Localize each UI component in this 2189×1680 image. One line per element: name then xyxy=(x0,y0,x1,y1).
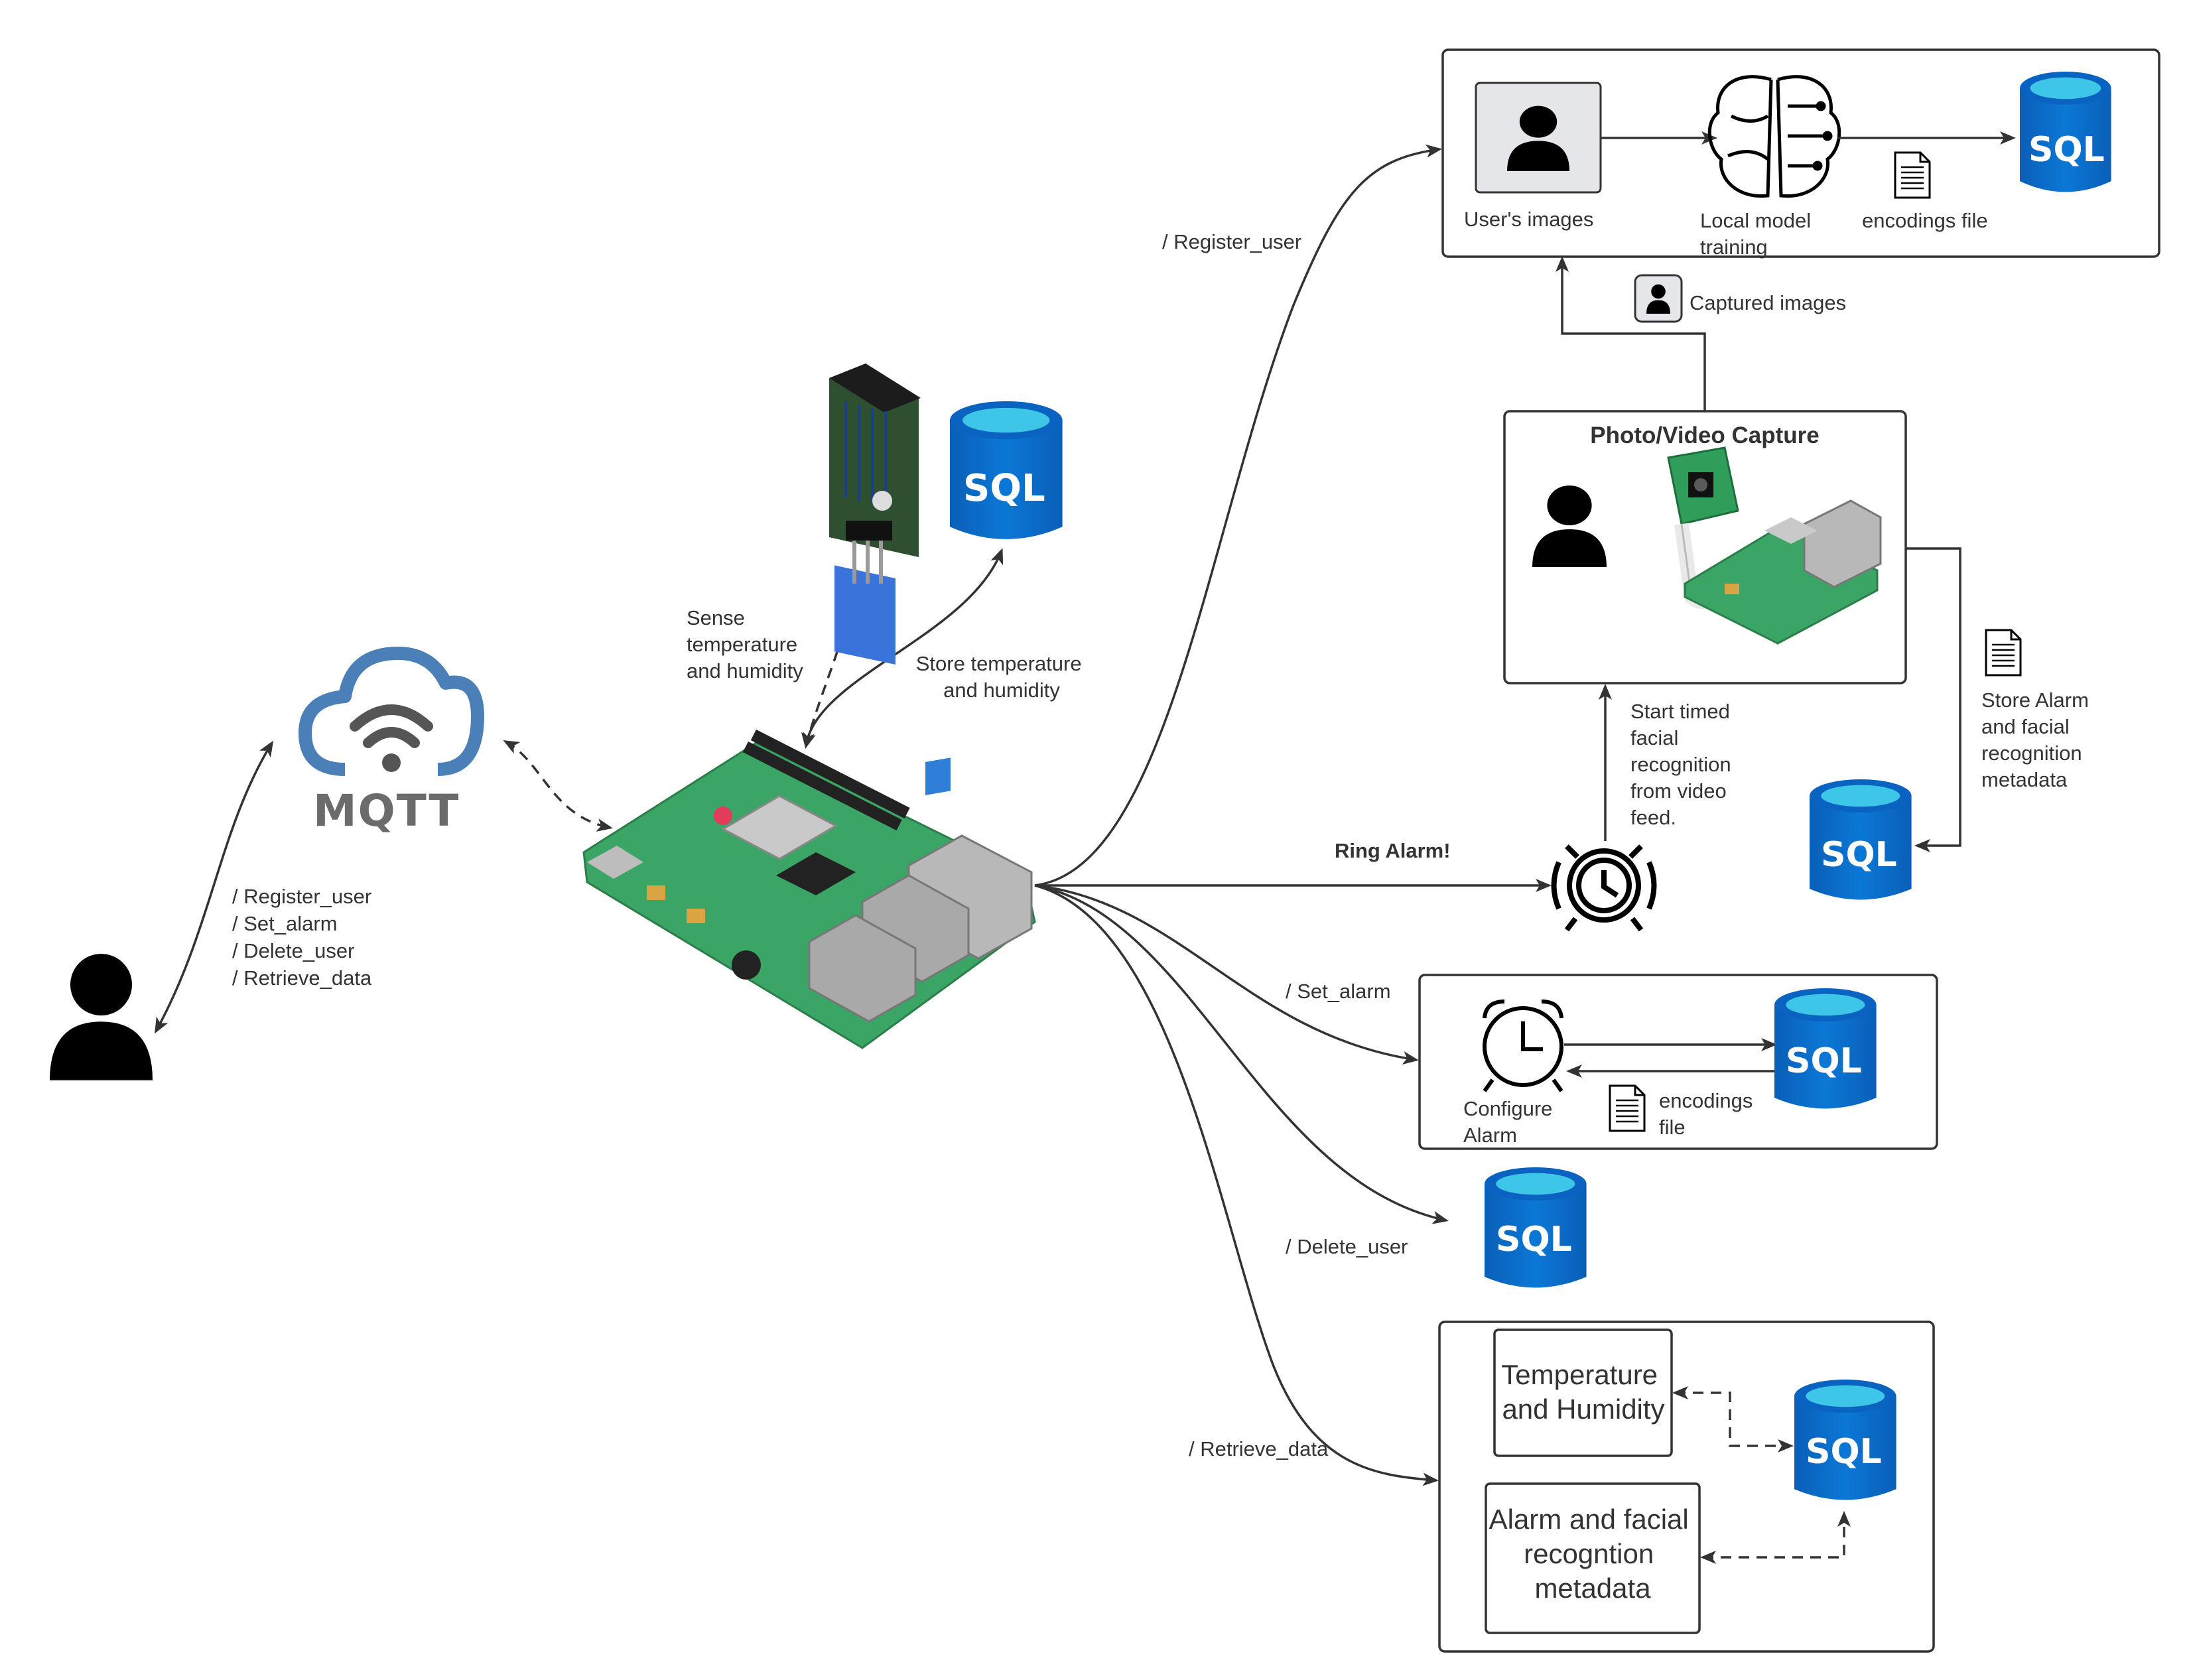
register-user-route: / Register_user xyxy=(1162,230,1301,253)
alarm-to-sql-connector xyxy=(1700,1511,1851,1564)
temperature-humidity-sensor-icon xyxy=(829,363,921,665)
alarm-metadata-box xyxy=(1485,1482,1701,1634)
store-alarm-label: Store Alarm and facial recognition metad… xyxy=(1981,688,2095,791)
register-user-box xyxy=(1441,48,2160,258)
alarm-clock-icon xyxy=(1483,1000,1563,1092)
encodings-file-doc-icon xyxy=(1894,151,1931,199)
raspberry-pi-board xyxy=(582,730,1036,1049)
user-icon xyxy=(50,954,153,1080)
brain-icon xyxy=(1707,75,1841,198)
configure-alarm-label: Configure Alarm xyxy=(1463,1097,1558,1147)
ring-alarm-label: Ring Alarm! xyxy=(1335,839,1451,862)
user-mqtt-connector xyxy=(155,740,274,1034)
start-timed-label: Start timed facial recognition from vide… xyxy=(1630,700,1737,829)
register-user-connector xyxy=(1034,144,1442,887)
temp-humidity-box xyxy=(1493,1328,1673,1457)
register-sql-label: SQL xyxy=(2028,130,2105,170)
mqtt-pi-connector xyxy=(503,740,613,832)
user-commands: / Register_user / Set_alarm / Delete_use… xyxy=(232,885,377,990)
capture-title: Photo/Video Capture xyxy=(1590,422,1820,448)
capture-pi-icon xyxy=(1684,499,1882,645)
delete-user-sql-label: SQL xyxy=(1496,1220,1572,1260)
retrieve-data-connector xyxy=(1034,884,1439,1486)
store-alarm-connector xyxy=(1906,547,1961,852)
temp-to-sql-connector xyxy=(1672,1386,1794,1453)
capture-sql-label: SQL xyxy=(1821,835,1897,875)
set-alarm-connector xyxy=(1034,884,1419,1065)
alarm-metadata-label: Alarm and facial recogntion metadata xyxy=(1489,1504,1697,1604)
encodings-file-label: encodings file xyxy=(1862,209,1988,232)
set-alarm-encodings-label: encodings file xyxy=(1659,1089,1758,1139)
delete-user-route: / Delete_user xyxy=(1286,1235,1408,1258)
set-alarm-route: / Set_alarm xyxy=(1286,980,1391,1003)
delete-user-connector xyxy=(1034,884,1449,1224)
ringing-alarm-icon xyxy=(1551,844,1657,932)
mqtt-label: MQTT xyxy=(313,785,460,836)
captured-images-label: Captured images xyxy=(1690,291,1846,314)
users-images-label: User's images xyxy=(1464,208,1593,231)
store-alarm-doc-icon xyxy=(1985,629,2022,677)
mqtt-cloud-icon xyxy=(298,647,484,776)
set-alarm-sql-label: SQL xyxy=(1786,1041,1862,1081)
retrieve-data-route: / Retrieve_data xyxy=(1189,1437,1329,1460)
sense-label: Sense temperature and humidity xyxy=(687,606,803,682)
local-model-label: Local model training xyxy=(1700,209,1817,259)
store-temp-label: Store temperature and humidity xyxy=(916,652,1087,702)
retrieve-sql-label: SQL xyxy=(1806,1432,1882,1472)
set-alarm-doc-icon xyxy=(1609,1084,1646,1132)
captured-images-connector xyxy=(1556,256,1706,411)
temp-humidity-label: Temperature and Humidity xyxy=(1501,1359,1665,1425)
sensor-sql-label: SQL xyxy=(963,467,1045,510)
